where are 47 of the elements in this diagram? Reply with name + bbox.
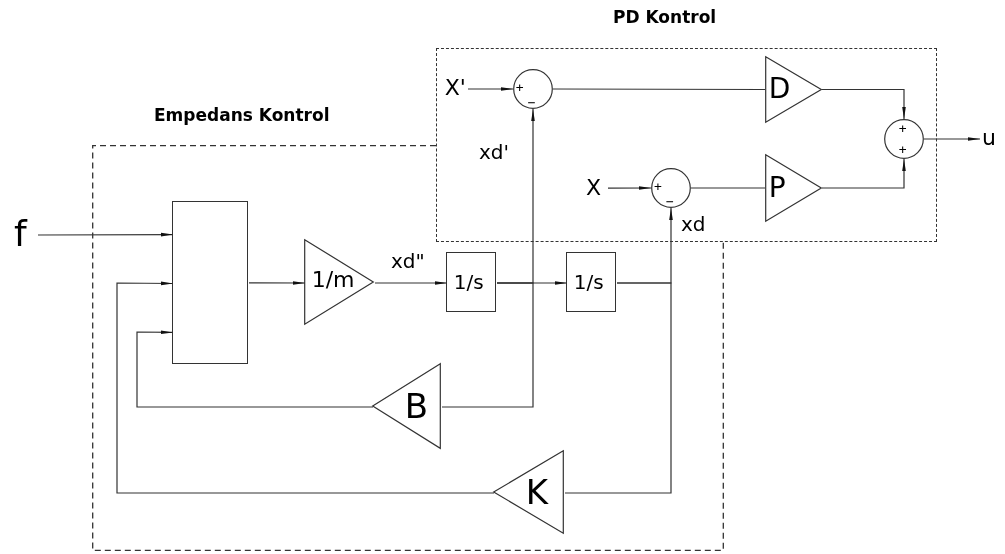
sign: − xyxy=(527,95,536,109)
signal-arrow xyxy=(607,186,652,190)
signal-arrow xyxy=(467,87,514,91)
sign: + xyxy=(898,142,907,156)
block-box xyxy=(445,251,496,312)
input-signal-label: f xyxy=(14,216,27,252)
signal-arrow xyxy=(923,137,981,141)
region-heading: Empedans Kontrol xyxy=(154,107,330,124)
signal-arrow xyxy=(374,281,448,285)
signal-arrow xyxy=(37,232,174,237)
signal-label: xd xyxy=(680,214,707,234)
transfer-function-label: 1/s xyxy=(573,271,604,292)
signal-label: xd" xyxy=(390,251,426,271)
signal-label: xd' xyxy=(478,142,511,162)
signal-arrow xyxy=(821,158,906,189)
region-heading: PD Kontrol xyxy=(613,9,717,26)
gain-triangle xyxy=(492,449,564,534)
summing-junction xyxy=(651,168,691,208)
signal-line xyxy=(564,282,672,494)
gain-triangle xyxy=(764,153,822,222)
gain-label: B xyxy=(404,388,428,423)
sign: + xyxy=(654,180,662,193)
signal-arrow xyxy=(248,281,306,285)
sign: + xyxy=(515,80,524,94)
input-signal-label: X xyxy=(586,177,602,199)
transfer-function-label: 1/s xyxy=(453,271,484,292)
summing-junction xyxy=(512,68,553,109)
block-box xyxy=(565,251,616,312)
gain-triangle xyxy=(764,55,822,123)
gain-triangle xyxy=(371,362,441,449)
gain-label: P xyxy=(768,173,786,202)
gain-label: K xyxy=(525,474,548,509)
sign: + xyxy=(898,121,907,135)
signal-line xyxy=(690,187,766,189)
signal-arrow xyxy=(116,281,495,494)
signal-line xyxy=(441,282,534,408)
signal-line xyxy=(552,88,766,91)
output-signal-label: u xyxy=(982,127,996,149)
gain-label: 1/m xyxy=(311,268,355,291)
gain-triangle xyxy=(303,238,374,325)
summing-junction xyxy=(883,118,924,159)
signal-arrow xyxy=(821,88,906,120)
signal-arrow xyxy=(136,330,374,408)
block-box xyxy=(171,200,248,364)
input-signal-label: X' xyxy=(444,76,466,99)
gain-label: D xyxy=(768,74,791,103)
sign: − xyxy=(666,195,674,208)
